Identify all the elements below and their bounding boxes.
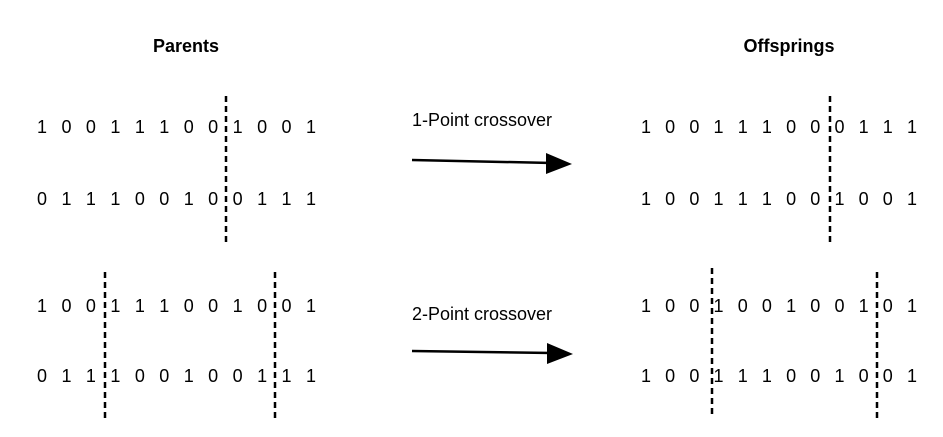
- parents-heading: Parents: [153, 36, 219, 56]
- two-point-arrow: 2-Point crossover: [412, 304, 573, 364]
- two-point-arrow-shaft: [411, 349, 553, 355]
- one-point-crossover-label: 1-Point crossover: [412, 110, 552, 130]
- two-point-offspring-2-bits: 1 0 0 1 1 1 0 0 1 0 0 1: [641, 366, 917, 386]
- two-point-offspring-1-bits: 1 0 0 1 0 0 1 0 0 1 0 1: [641, 296, 917, 316]
- one-point-arrow-head: [546, 153, 572, 174]
- offsprings-heading: Offsprings: [743, 36, 834, 56]
- one-point-arrow-shaft: [411, 158, 553, 165]
- two-point-parents: 1 0 0 1 1 1 0 0 1 0 0 1 0 1 1 1 0 0 1 0 …: [37, 272, 316, 420]
- two-point-crossover-label: 2-Point crossover: [412, 304, 552, 324]
- one-point-offspring-2-bits: 1 0 0 1 1 1 0 0 1 0 0 1: [641, 189, 917, 209]
- one-point-arrow: 1-Point crossover: [412, 110, 572, 174]
- one-point-offsprings: 1 0 0 1 1 1 0 0 0 1 1 1 1 0 0 1 1 1 0 0 …: [641, 96, 917, 242]
- one-point-parents: 1 0 0 1 1 1 0 0 1 0 0 1 0 1 1 1 0 0 1 0 …: [37, 96, 316, 246]
- two-point-arrow-head: [547, 343, 573, 364]
- one-point-parent-1-bits: 1 0 0 1 1 1 0 0 1 0 0 1: [37, 117, 316, 137]
- one-point-offspring-1-bits: 1 0 0 1 1 1 0 0 0 1 1 1: [641, 117, 917, 137]
- two-point-offsprings: 1 0 0 1 0 0 1 0 0 1 0 1 1 0 0 1 1 1 0 0 …: [641, 268, 917, 420]
- one-point-parent-2-bits: 0 1 1 1 0 0 1 0 0 1 1 1: [37, 189, 316, 209]
